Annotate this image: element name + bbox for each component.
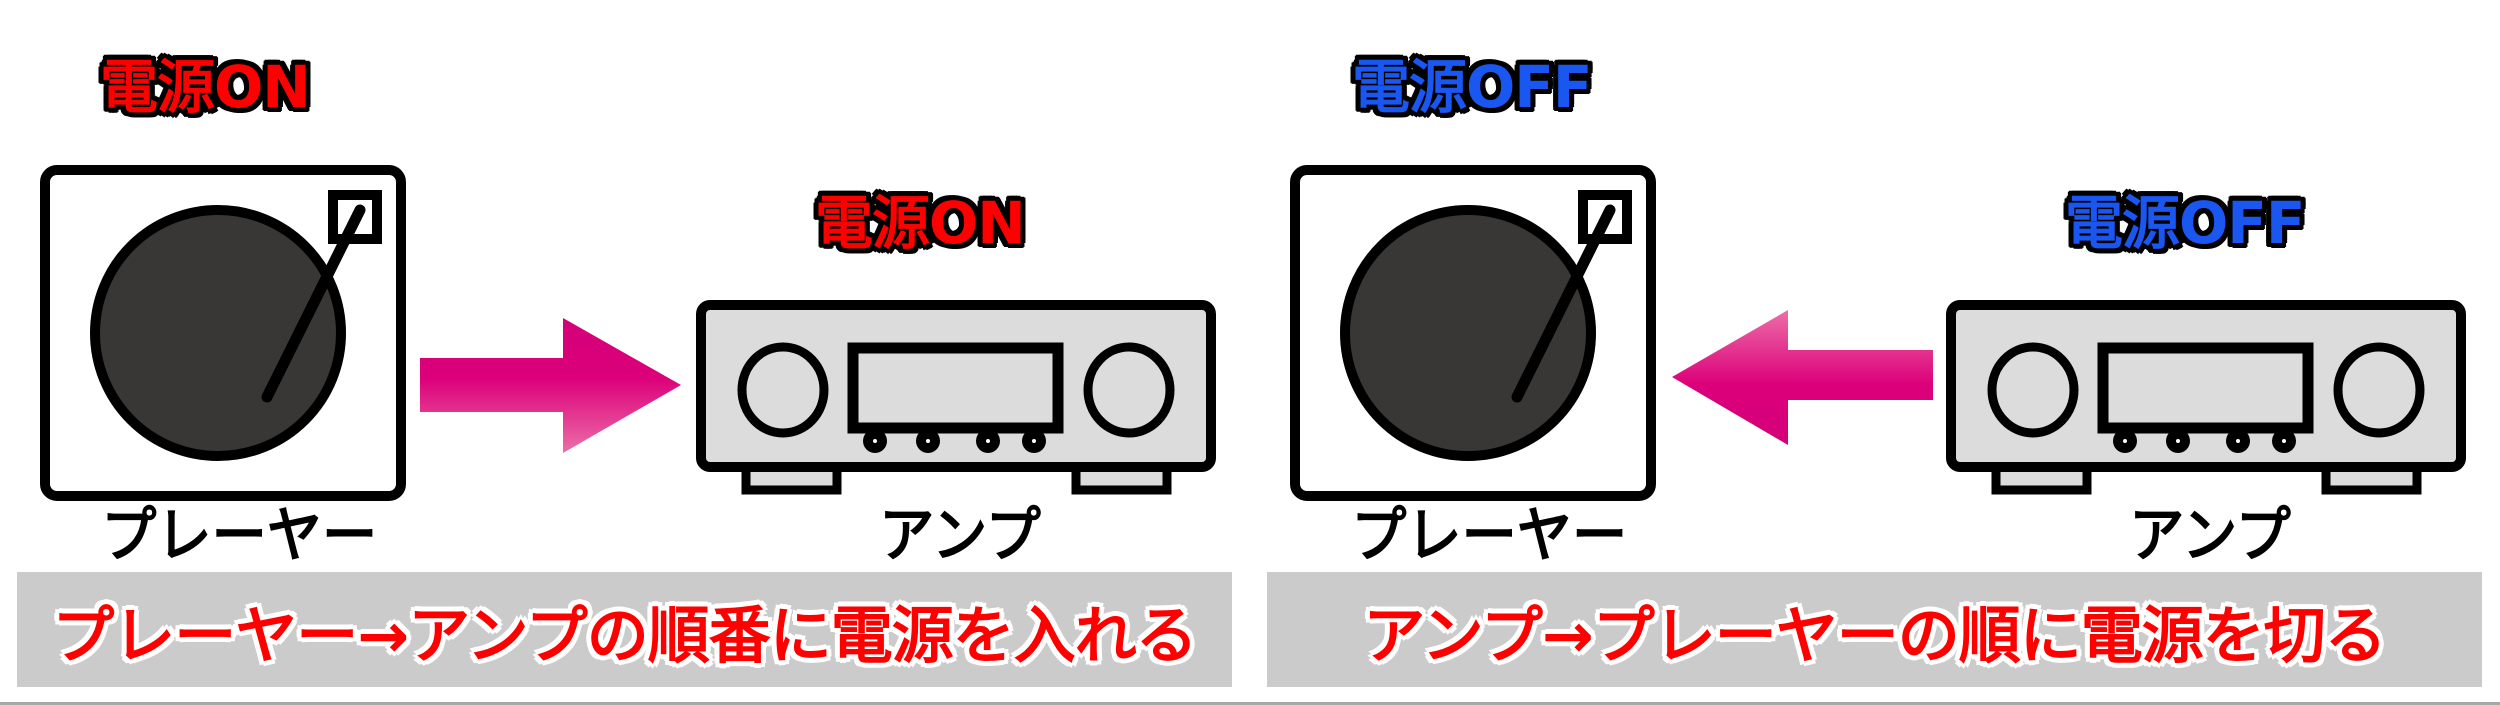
player-label: プレーヤー xyxy=(1351,501,1628,571)
amplifier-icon xyxy=(1946,300,2466,495)
player-label: プレーヤー xyxy=(101,501,378,571)
amp-power-off-label: 電源OFF xyxy=(2065,189,2306,257)
player-power-off-label: 電源OFF xyxy=(1352,53,1593,121)
power-on-panel: 電源ON プレーヤー 電源ON ア xyxy=(17,53,1232,687)
power-off-caption: アンプ→プレーヤーの順に電源を切る xyxy=(1363,598,2387,672)
power-on-caption-box: プレーヤー→アンプの順番に電源を入れる xyxy=(17,572,1232,687)
amp-label: アンプ xyxy=(879,501,1041,571)
arrow-right-icon xyxy=(420,318,681,453)
turntable-icon xyxy=(1290,165,1656,501)
amp-label: アンプ xyxy=(2129,501,2291,571)
amp-buttons xyxy=(863,429,1046,453)
amp-buttons xyxy=(2113,429,2296,453)
power-off-panel: 電源OFF プレーヤー 電源OFF xyxy=(1250,0,2500,705)
player-power-on-label: 電源ON xyxy=(100,53,311,121)
amplifier-icon xyxy=(696,300,1216,495)
arrow-left-icon xyxy=(1672,310,1933,445)
bottom-divider xyxy=(0,702,2500,705)
power-on-caption: プレーヤー→アンプの順番に電源を入れる xyxy=(52,598,1198,672)
power-off-caption-box: アンプ→プレーヤーの順に電源を切る xyxy=(1267,572,2482,687)
turntable-icon xyxy=(40,165,406,501)
amp-power-on-label: 電源ON xyxy=(815,189,1026,257)
